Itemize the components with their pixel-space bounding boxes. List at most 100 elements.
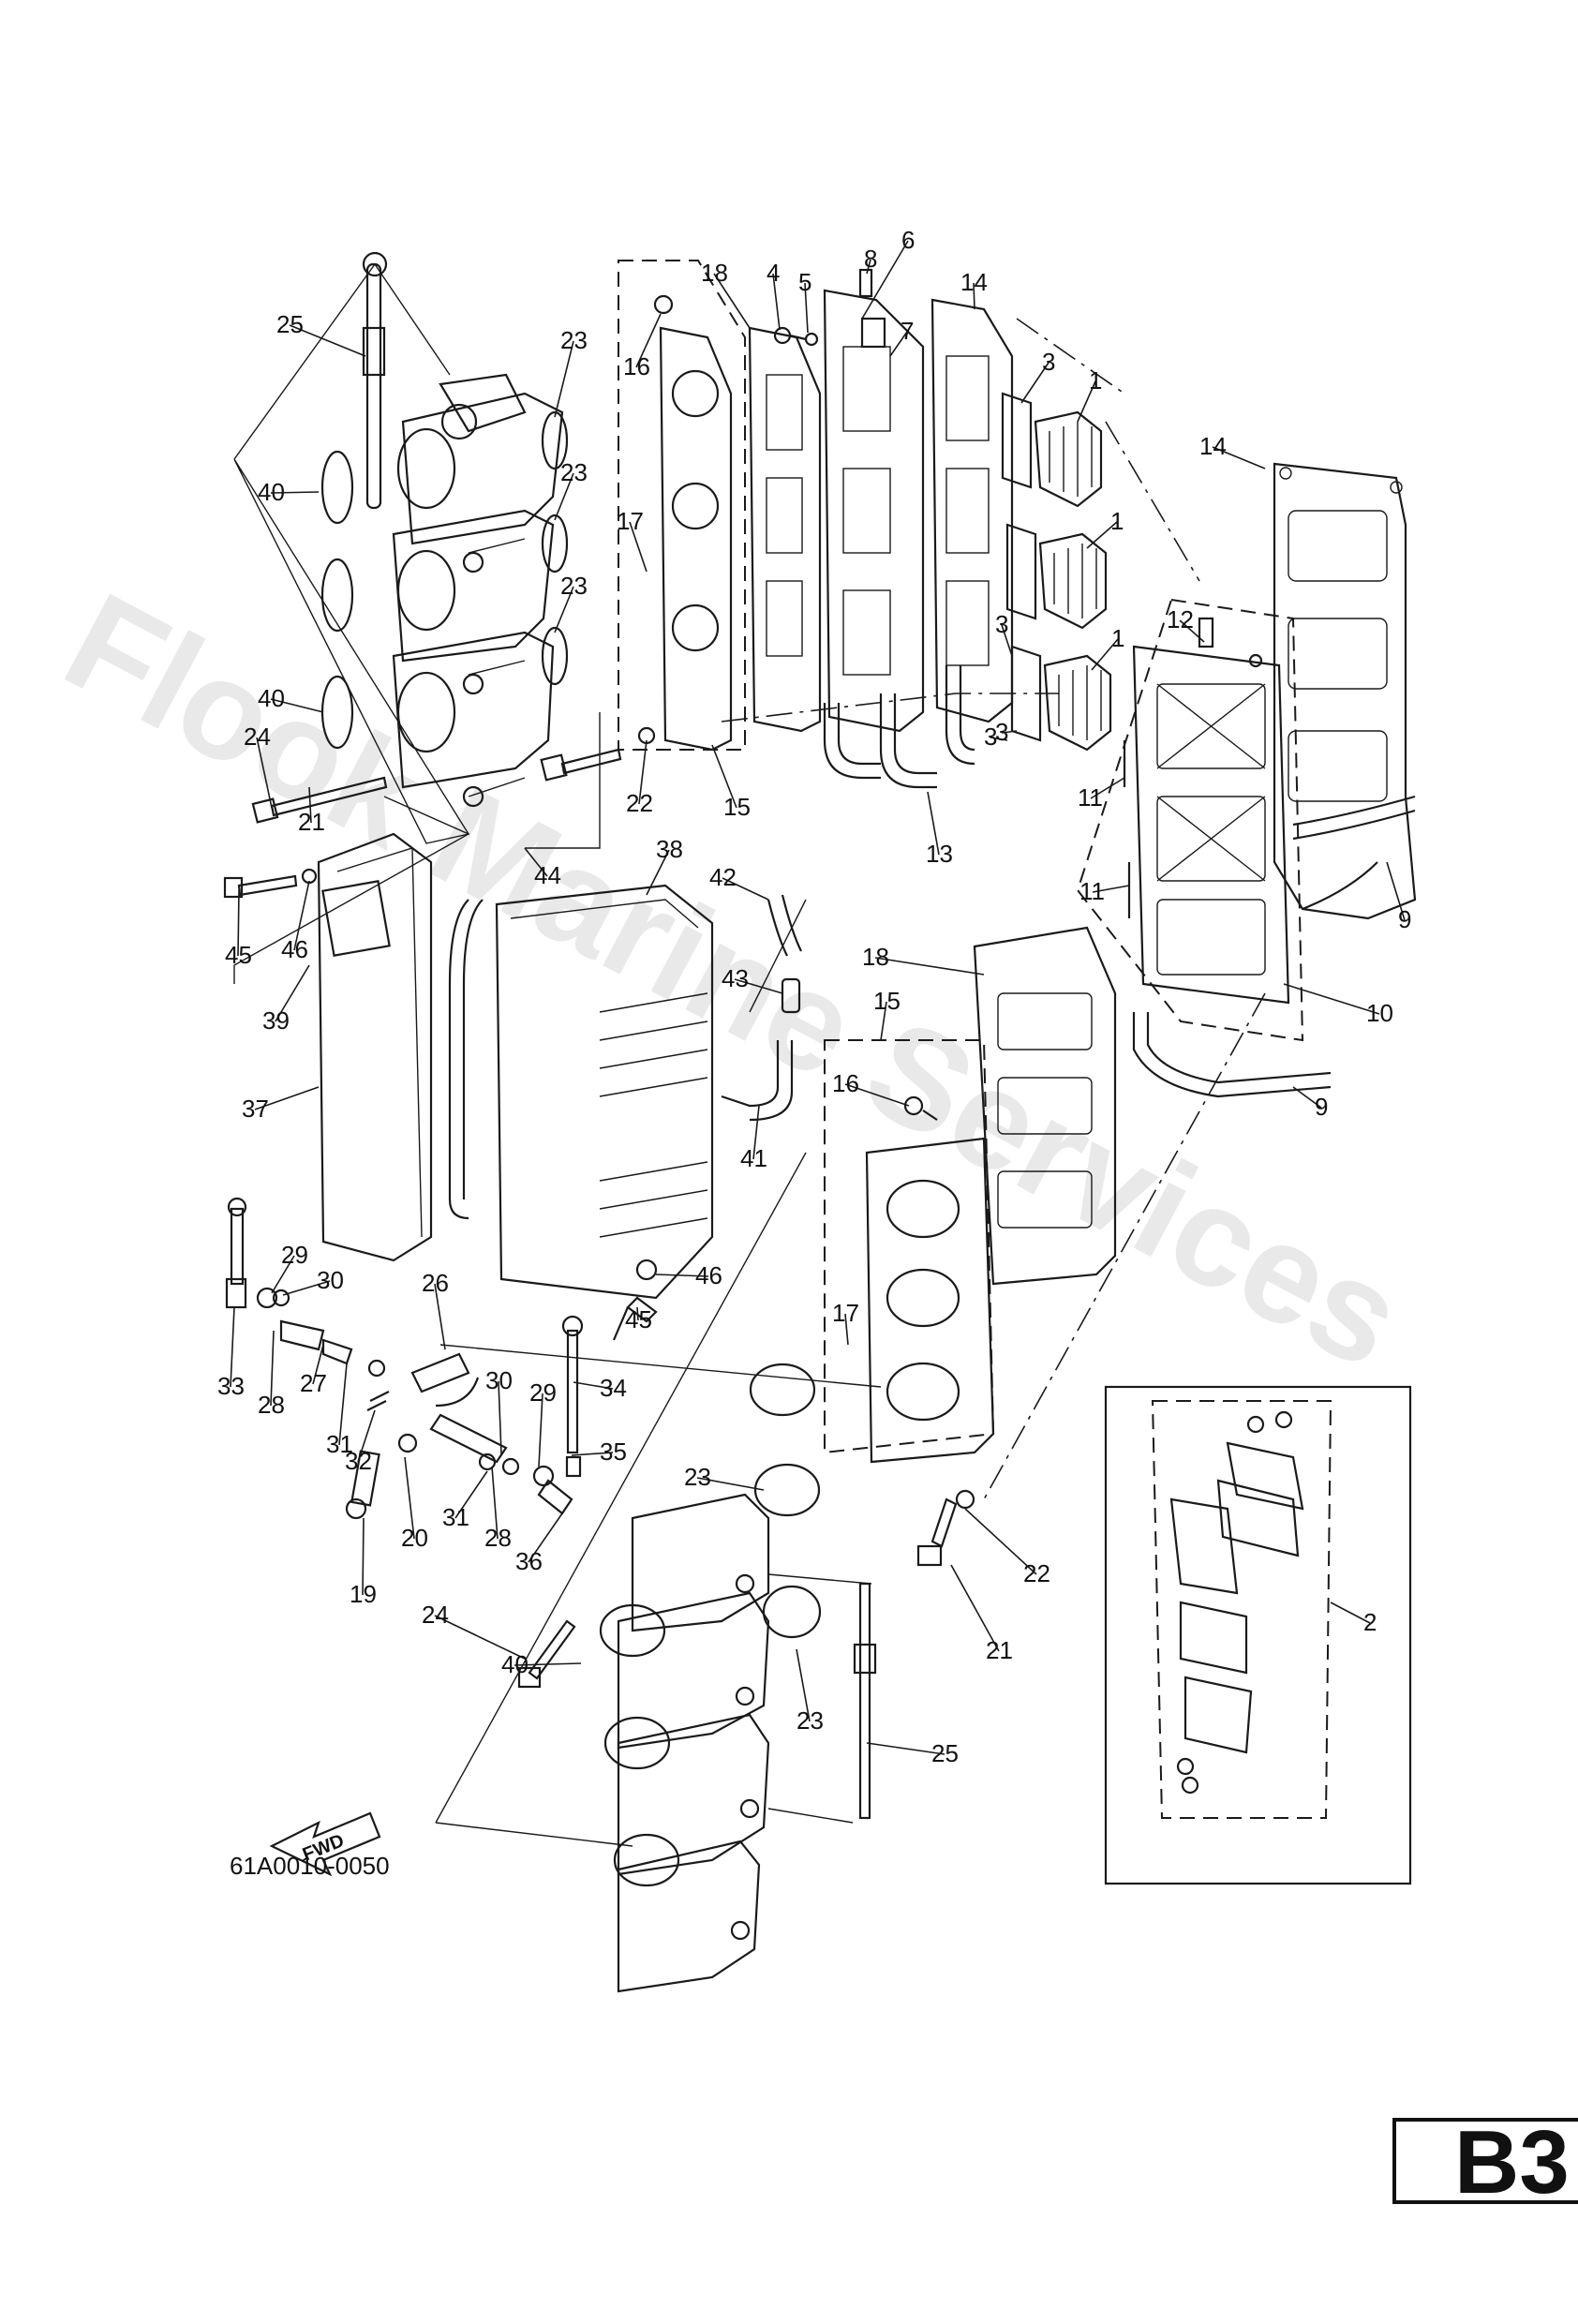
callout-leader-1 <box>1077 380 1096 423</box>
callout-leader-46 <box>293 880 310 951</box>
callout-leader-11 <box>1092 885 1130 893</box>
callout-leader-24 <box>434 1615 526 1660</box>
callout-label-22: 22 <box>1023 1559 1050 1587</box>
callout-leader-34 <box>573 1381 614 1390</box>
callout-label-23: 23 <box>560 572 588 600</box>
callout-label-1: 1 <box>1089 366 1102 395</box>
callout-label-25: 25 <box>276 310 304 338</box>
callout-label-36: 36 <box>515 1547 543 1575</box>
callout-leader-16 <box>635 313 662 368</box>
callout-label-28: 28 <box>484 1524 512 1552</box>
callout-label-15: 15 <box>723 793 751 821</box>
page-code: B3 <box>1454 2112 1570 2212</box>
callout-label-41: 41 <box>740 1144 767 1172</box>
callout-leader-46 <box>655 1274 709 1277</box>
diagram-code: 61A0010-0050 <box>230 1852 390 1880</box>
page-code-box: B3 <box>1392 2112 1578 2212</box>
callout-label-16: 16 <box>623 352 650 380</box>
callout-leader-23 <box>554 586 574 633</box>
callout-leader-3 <box>990 737 1008 741</box>
gasket-18-upper <box>748 326 822 733</box>
callout-label-13: 13 <box>926 840 953 868</box>
kit-box-2 <box>1104 1385 1412 1885</box>
callout-label-38: 38 <box>656 835 683 863</box>
callout-label-5: 5 <box>798 268 811 296</box>
callout-leader-20 <box>404 1456 415 1540</box>
callout-label-40: 40 <box>258 684 285 712</box>
callout-label-3: 3 <box>995 718 1008 746</box>
callout-label-45: 45 <box>225 941 252 969</box>
callout-leader-14 <box>973 282 975 310</box>
callout-label-11: 11 <box>1079 877 1105 905</box>
callout-leader-8 <box>866 259 871 275</box>
callout-label-21: 21 <box>986 1636 1013 1664</box>
callout-label-46: 46 <box>281 935 308 963</box>
callout-leader-29 <box>538 1393 543 1467</box>
callout-label-29: 29 <box>529 1378 557 1407</box>
callout-leader-18 <box>713 273 751 329</box>
callout-label-23: 23 <box>560 458 588 486</box>
callout-label-23: 23 <box>684 1463 711 1491</box>
callout-leader-21 <box>950 1564 1000 1652</box>
callout-label-16: 16 <box>832 1069 859 1097</box>
callout-label-23: 23 <box>560 326 588 354</box>
gasket-14-middle <box>930 298 1014 723</box>
callout-leader-40 <box>270 491 320 494</box>
callout-leader-3 <box>1001 730 1018 734</box>
reed-blocks <box>1001 392 1112 752</box>
callout-label-30: 30 <box>317 1266 344 1294</box>
callout-label-14: 14 <box>1199 432 1227 460</box>
silencer-cover-37 <box>317 832 433 1262</box>
callout-label-15: 15 <box>873 987 901 1015</box>
callout-label-9: 9 <box>1398 905 1411 933</box>
callout-label-44: 44 <box>534 861 561 889</box>
callout-leader-4 <box>772 273 781 331</box>
callout-leader-32 <box>357 1409 376 1463</box>
callout-leader-15 <box>711 744 737 809</box>
callout-leader-31 <box>338 1363 348 1446</box>
callout-leader-38 <box>646 849 670 896</box>
callout-label-29: 29 <box>281 1241 308 1269</box>
callout-label-25: 25 <box>931 1739 959 1767</box>
callout-leader-6 <box>861 240 909 320</box>
callout-leader-10 <box>1283 983 1380 1015</box>
callout-label-43: 43 <box>722 964 749 992</box>
gaskets-40-lower <box>599 1603 680 1887</box>
callout-label-10: 10 <box>1366 999 1393 1027</box>
callout-leader-42 <box>722 877 769 901</box>
callout-leader-44 <box>524 847 548 877</box>
callout-leader-37 <box>254 1086 320 1110</box>
callout-label-22: 22 <box>626 789 653 817</box>
callout-leader-45 <box>237 889 240 957</box>
gaskets-23-lower <box>749 1363 822 1639</box>
callout-label-40: 40 <box>501 1650 528 1678</box>
callout-leader-25 <box>289 324 366 357</box>
callout-label-1: 1 <box>1111 624 1124 652</box>
callout-label-19: 19 <box>350 1580 377 1608</box>
callout-label-20: 20 <box>401 1524 428 1552</box>
callout-leader-29 <box>271 1255 295 1294</box>
callout-leader-5 <box>804 282 809 334</box>
callout-label-23: 23 <box>796 1706 824 1735</box>
callout-leader-12 <box>1179 619 1205 643</box>
callout-leader-2 <box>1330 1601 1371 1624</box>
callout-label-8: 8 <box>864 245 877 273</box>
callout-leader-18 <box>874 957 985 976</box>
callout-leader-30 <box>498 1380 502 1455</box>
callout-label-17: 17 <box>832 1299 859 1327</box>
callout-leader-3 <box>1020 362 1050 404</box>
callout-leader-27 <box>312 1344 324 1385</box>
linkage-assembly <box>225 1197 584 1520</box>
callout-label-32: 32 <box>345 1447 372 1475</box>
callout-label-18: 18 <box>862 943 889 971</box>
callout-label-35: 35 <box>600 1438 627 1466</box>
callout-leader-7 <box>889 331 908 357</box>
hoses-13 <box>823 665 975 789</box>
callout-label-37: 37 <box>242 1095 269 1123</box>
callout-label-46: 46 <box>695 1261 722 1289</box>
callout-leader-23 <box>696 1477 765 1491</box>
callout-leader-36 <box>528 1512 563 1563</box>
callout-leader-22 <box>638 739 648 805</box>
callout-leader-16 <box>844 1083 910 1107</box>
